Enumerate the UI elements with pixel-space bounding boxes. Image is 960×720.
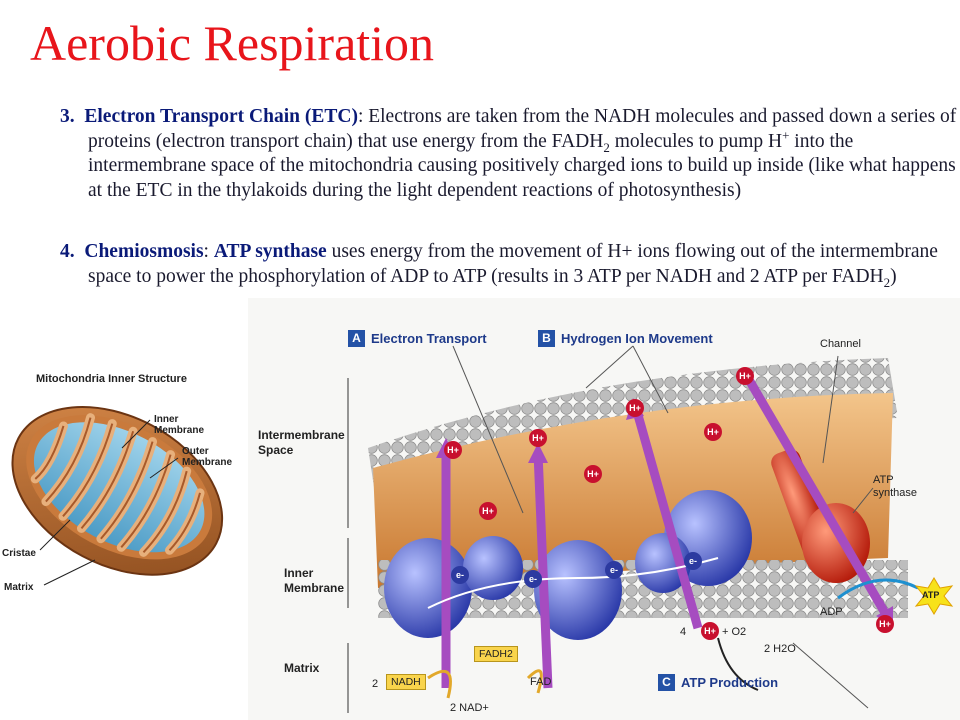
slide-title: Aerobic Respiration (30, 15, 435, 71)
h-ion-label: H+ (704, 626, 716, 636)
mito-figure-title: Mitochondria Inner Structure (36, 373, 187, 385)
electron-label: e- (610, 565, 618, 575)
h-ion-label: H+ (629, 403, 641, 413)
fadh2-tag: FADH2 (474, 646, 518, 662)
h-ion-label: H+ (532, 433, 544, 443)
oxygen-count: 4 (680, 626, 687, 638)
h-ion-label: H+ (447, 445, 459, 455)
point-heading: Electron Transport Chain (ETC) (84, 106, 358, 127)
water-label: 2 H2O (764, 643, 796, 655)
subscript: 2 (883, 274, 891, 290)
h-ion-label: H+ (739, 371, 751, 381)
h-ion-label: H+ (587, 469, 599, 479)
nadh-tag: NADH (386, 674, 426, 690)
h-ion-label: H+ (879, 619, 891, 629)
h-ion-label: H+ (482, 506, 494, 516)
point-text: ) (890, 265, 897, 287)
superscript: + (782, 127, 790, 142)
oxygen-label: + O2 (722, 626, 747, 638)
fad-label: FAD (530, 676, 552, 688)
point-chemiosmosis: 4. Chemiosmosis: ATP synthase uses energ… (60, 240, 958, 289)
cristae-label: Cristae (2, 548, 36, 559)
point-heading: Chemiosmosis (84, 241, 204, 262)
etc-illustration: H+ H+ H+ H+ H+ H+ H+ H+ H+ e- e- e- e- (347, 345, 954, 713)
etc-figure: H+ H+ H+ H+ H+ H+ H+ H+ H+ e- e- e- e- A… (248, 298, 960, 720)
point-heading-atp-synthase: ATP synthase (213, 241, 327, 262)
point-text: molecules to pump H (609, 130, 783, 152)
nad-label: 2 NAD+ (450, 702, 489, 714)
matrix-label: Matrix (284, 661, 320, 675)
point-number: 4. (60, 241, 75, 262)
adp-label: ADP (820, 606, 843, 618)
mitochondria-illustration (11, 405, 224, 586)
point-electron-transport-chain: 3. Electron Transport Chain (ETC): Elect… (60, 105, 958, 203)
point-text: uses energy from the movement of H+ ions… (88, 241, 938, 287)
electron-label: e- (689, 556, 697, 566)
electron-label: e- (456, 570, 464, 580)
point-number: 3. (60, 106, 75, 127)
matrix-label: Matrix (4, 582, 34, 593)
h-ion-label: H+ (707, 427, 719, 437)
point-text: : Electrons are taken from the NADH mole… (88, 106, 957, 152)
channel-label: Channel (820, 338, 861, 350)
point-text: : (203, 241, 214, 262)
electron-label: e- (529, 574, 537, 584)
point-text: into the intermembrane space of the mito… (88, 130, 956, 201)
atp-label: ATP (922, 590, 940, 600)
subscript: 2 (603, 139, 610, 155)
nadh-count: 2 (372, 678, 379, 690)
